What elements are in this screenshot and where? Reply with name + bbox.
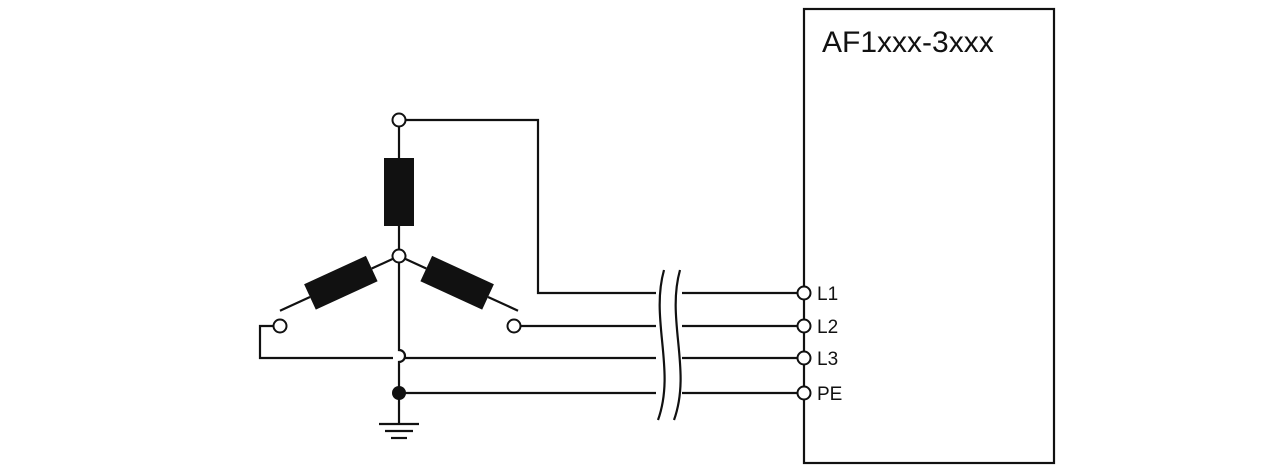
winding-top [384,158,414,226]
node-left [272,318,288,334]
node-ground [392,386,406,400]
terminal-l3-node [796,350,812,366]
wire-l1 [404,118,804,295]
node-star-point [391,248,407,264]
winding-right [420,255,494,310]
terminal-l2-node [796,318,812,334]
device-model-label: AF1xxx-3xxx [822,26,994,59]
device-box [802,7,1056,465]
terminal-l1-node [796,285,812,301]
node-right [506,318,522,334]
node-top [391,112,407,128]
terminal-pe-label: PE [817,384,842,405]
terminal-l2-label: L2 [817,317,838,338]
terminal-pe-node [796,385,812,401]
cable-break-symbol [656,269,682,421]
terminal-l3-label: L3 [817,349,838,370]
wire-l3 [258,324,804,360]
supply-wires [258,118,804,395]
winding-left [304,255,378,310]
terminal-l1-label: L1 [817,284,838,305]
